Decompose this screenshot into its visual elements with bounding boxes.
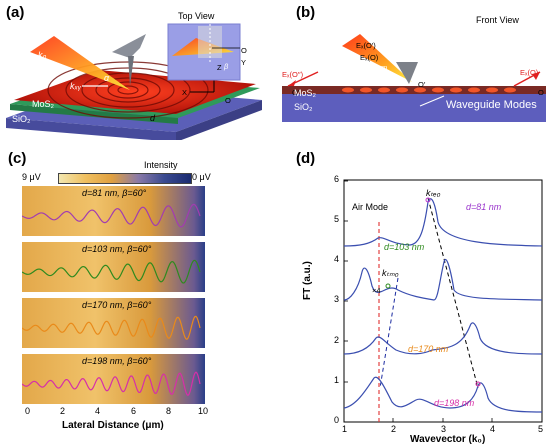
inset-beta: β [224, 62, 229, 71]
strip-label-3: d=170 nm, β=60° [82, 300, 152, 310]
te0-guide [427, 197, 479, 389]
ft-ytick-2: 2 [334, 335, 340, 345]
panel-a-axis-o: O [225, 96, 231, 105]
panel-d-label: (d) [296, 150, 316, 167]
panel-c-tick-5: 10 [198, 406, 209, 416]
ktm0-label: kₜₘ₀ [382, 268, 399, 278]
panel-a-mos2: MoS₂ [32, 99, 54, 109]
waveguide-callout: Waveguide Modes [446, 99, 537, 111]
panel-b-label: (b) [296, 4, 316, 21]
strip-trace-3 [22, 315, 201, 340]
ft-ytick-1: 1 [334, 375, 340, 385]
panel-c-tick-4: 8 [166, 406, 172, 416]
panel-b-sio2: SiO₂ [294, 102, 313, 112]
origin-o1: O′ [418, 80, 426, 89]
sio2-layer [282, 92, 546, 122]
inset-axis-y: Y [241, 58, 247, 67]
scan-strip-3: d=170 nm, β=60° [22, 298, 205, 348]
ft-plot [343, 179, 543, 423]
field-label-3: Eₓ(O′′) [282, 70, 304, 79]
panel-c-label: (c) [8, 150, 27, 167]
inset-title: Top View [178, 11, 215, 21]
panel-a-illustration [6, 23, 262, 140]
panel-b-illustration [282, 34, 546, 122]
panel-c-tick-0: 0 [25, 406, 31, 416]
tm0-guide [379, 277, 399, 389]
scan-strip-1: d=81 nm, β=60° [22, 186, 205, 236]
peak-marker-2 [385, 283, 391, 289]
curve-label-2: d=103 nm [384, 242, 425, 252]
ft-ytick-5: 5 [334, 214, 340, 224]
strip-label-1: d=81 nm, β=60° [82, 188, 147, 198]
curve-label-1: d=81 nm [466, 202, 502, 212]
panel-c-tick-3: 6 [131, 406, 137, 416]
panel-b-title: Front View [476, 15, 519, 25]
x4-label: ×4 [372, 286, 381, 295]
origin-o2: O′′ [292, 88, 301, 97]
strip-trace-1 [22, 203, 201, 228]
origin-o: O [538, 88, 544, 97]
ft-xtick-3: 3 [441, 424, 447, 434]
scan-strip-4: d=198 nm, β=60° [22, 354, 205, 404]
scan-strip-2: d=103 nm, β=60° [22, 242, 205, 292]
panel-a-label: (a) [6, 4, 25, 21]
panel-a-thickness: d [150, 113, 156, 123]
colorbar-max: 0 μV [192, 172, 211, 182]
panel-a-axis-x: X [182, 88, 188, 97]
ft-curve-3 [343, 322, 543, 355]
panel-c-tick-1: 2 [60, 406, 66, 416]
panel-a-k0: k₀ [38, 50, 47, 60]
y-ticks [344, 180, 348, 423]
strip-trace-4 [22, 371, 201, 397]
strip-label-2: d=103 nm, β=60° [82, 244, 152, 254]
ft-curve-2 [343, 259, 543, 301]
air-mode-label: Air Mode [352, 202, 389, 212]
field-label-1: Eₓ(O′) [356, 41, 376, 50]
panel-a-kxy: kₓᵧ [70, 81, 82, 91]
strip-label-4: d=198 nm, β=60° [82, 356, 152, 366]
colorbar-min: 9 μV [22, 172, 41, 182]
peak-marker-1 [425, 197, 431, 203]
panel-c-xlabel: Lateral Distance (μm) [62, 420, 164, 431]
x-ticks [343, 418, 543, 422]
ft-xtick-2: 2 [391, 424, 397, 434]
strip-trace-2 [22, 259, 201, 284]
field-label-4: Eₓ(O) [520, 68, 539, 77]
colorbar-title: Intensity [144, 160, 178, 170]
colorbar [58, 173, 192, 184]
ft-curve-1 [343, 198, 543, 247]
field-label-2: Eₓ(O) [360, 53, 379, 62]
panel-a-sio2: SiO₂ [12, 114, 31, 124]
ft-ytick-4: 4 [334, 254, 340, 264]
curve-label-4: d=198 nm [434, 398, 475, 408]
wavelength: λ=1530 nm [350, 63, 388, 72]
ft-xtick-4: 4 [490, 424, 496, 434]
ft-xtick-1: 1 [342, 424, 348, 434]
panel-a-axis-z: Z [217, 63, 222, 72]
inset-axis-o: O [241, 46, 247, 55]
ft-ytick-6: 6 [334, 174, 340, 184]
ft-ytick-3: 3 [334, 294, 340, 304]
ft-xtick-5: 5 [538, 424, 544, 434]
panel-b-mos2: MoS₂ [294, 88, 316, 98]
peak-marker-4 [475, 381, 481, 387]
curve-label-3: d=170 nm [408, 344, 449, 354]
ft-curve-4 [343, 376, 543, 413]
panel-c-tick-2: 4 [95, 406, 101, 416]
panel-a-alpha: α [104, 73, 110, 83]
ft-ylabel: FT (a.u.) [302, 261, 313, 300]
plot-frame [343, 179, 543, 423]
ft-xlabel: Wavevector (k₀) [410, 434, 486, 445]
ft-ytick-0: 0 [334, 415, 340, 425]
kte0-label: kₜₑ₀ [426, 188, 441, 198]
